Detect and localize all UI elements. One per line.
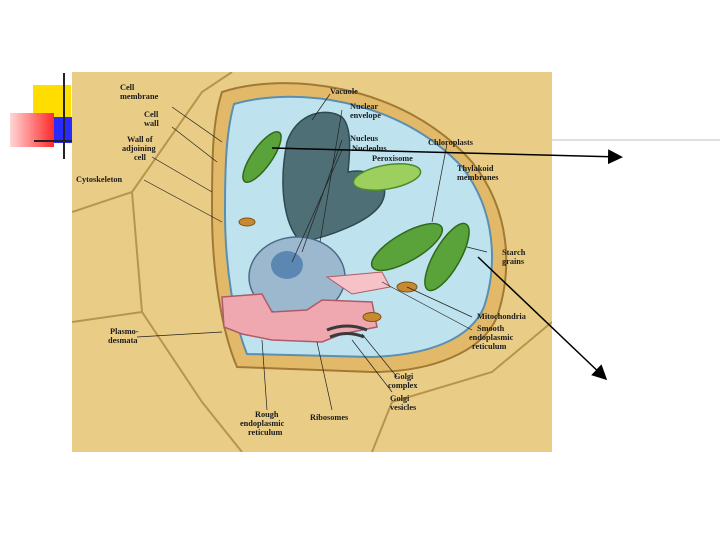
label-smooth-er-3: reticulum	[472, 342, 506, 351]
label-nucleus: Nucleus	[350, 134, 379, 143]
label-mitochondria: Mitochondria	[477, 312, 527, 321]
label-cell-wall-2: wall	[144, 119, 159, 128]
mitochondrion	[362, 312, 382, 322]
label-plasmodesmata-2: desmata	[108, 336, 138, 345]
label-peroxisome: Peroxisome	[372, 154, 413, 163]
chloroplast	[424, 222, 470, 292]
svg-text:Plasmo-desmata: Plasmo-desmata	[108, 327, 139, 345]
label-nuclear-envelope-2: envelope	[350, 111, 381, 120]
label-golgi-complex-2: complex	[388, 381, 418, 390]
label-plasmodesmata-1: Plasmo-	[110, 327, 139, 336]
label-cytoskeleton: Cytoskeleton	[76, 175, 122, 184]
golgi-complex	[326, 324, 368, 332]
label-starch-1: Starch	[502, 248, 526, 257]
label-starch-2: grains	[502, 257, 525, 266]
label-chloroplasts: Chloroplasts	[428, 138, 474, 147]
label-ribosomes: Ribosomes	[310, 413, 349, 422]
label-nuclear-envelope-1: Nuclear	[350, 102, 378, 111]
label-thylakoid-1: Thylakoid	[457, 164, 494, 173]
label-golgi-vesicles-2: vesicles	[390, 403, 417, 412]
label-wall-adjoining-2: adjoining	[122, 144, 157, 153]
label-wall-adjoining-3: cell	[134, 153, 147, 162]
mitochondrion	[238, 217, 256, 227]
label-rough-er-2: endoplasmic	[240, 419, 285, 428]
label-rough-er-3: reticulum	[248, 428, 282, 437]
label-leader-lines	[136, 93, 488, 411]
chloroplast	[352, 163, 422, 191]
deco-grey-rule	[552, 139, 720, 141]
label-thylakoid-2: membranes	[457, 173, 499, 182]
label-nucleolus: Nucleolus	[352, 144, 387, 153]
label-smooth-er-1: Smooth	[477, 324, 505, 333]
label-wall-adjoining-1: Wall of	[127, 135, 153, 144]
rough-er	[221, 293, 378, 343]
label-cell-membrane-2: membrane	[120, 92, 159, 101]
nucleolus	[271, 251, 303, 279]
label-cell-wall-1: Cell	[144, 110, 159, 119]
deco-vertical-line	[63, 73, 65, 159]
label-golgi-vesicles-1: Golgi	[390, 394, 410, 403]
label-cell-membrane-1: Cell	[120, 83, 135, 92]
chloroplast	[242, 131, 282, 183]
chloroplast	[370, 222, 444, 272]
label-rough-er-1: Rough	[255, 410, 279, 419]
label-golgi-complex-1: Golgi	[394, 372, 414, 381]
smooth-er	[325, 271, 391, 295]
label-smooth-er-2: endoplasmic	[469, 333, 514, 342]
label-vacuole: Vacuole	[330, 87, 358, 96]
deco-horizontal-line	[34, 140, 72, 142]
